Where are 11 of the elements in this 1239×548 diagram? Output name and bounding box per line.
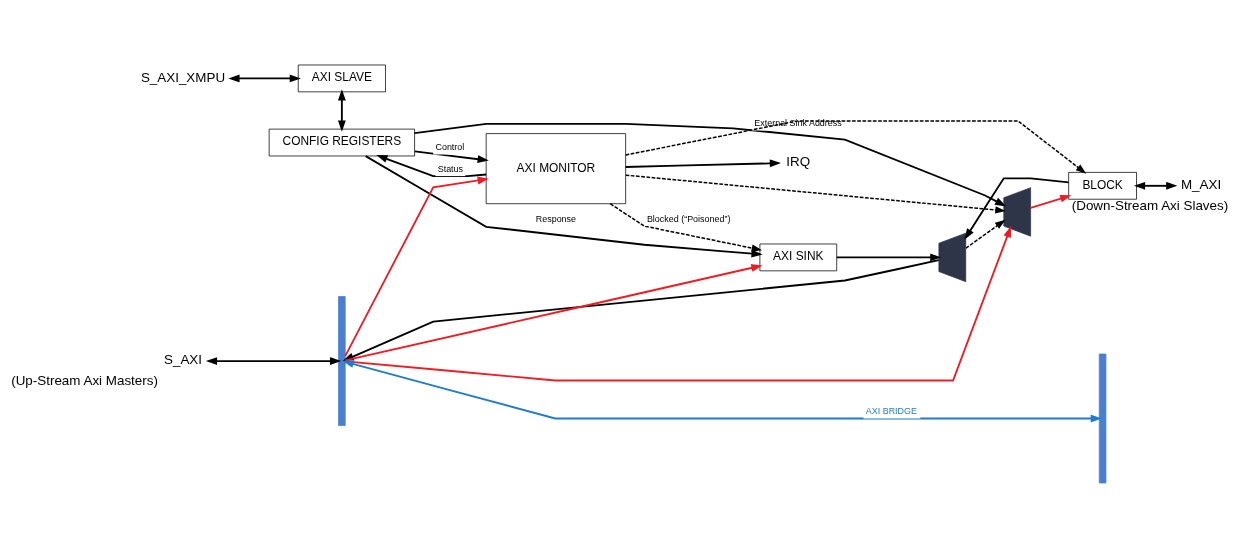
node-label: (Up-Stream Axi Masters): [11, 373, 158, 389]
node-text: S_AXI_XMPU: [140, 69, 226, 85]
node-text: S_AXI: [164, 352, 203, 368]
edge-label: Status: [437, 163, 464, 174]
node-label: (Down-Stream Axi Slaves): [1071, 197, 1229, 213]
node-text: IRQ: [786, 153, 811, 169]
edge-label: Response: [535, 214, 577, 225]
node-text: M_AXI: [1180, 177, 1222, 193]
edge-label: Control: [435, 142, 465, 153]
edge-label: Blocked (“Poisoned”): [646, 213, 731, 224]
edge-label: AXI BRIDGE: [865, 406, 917, 417]
